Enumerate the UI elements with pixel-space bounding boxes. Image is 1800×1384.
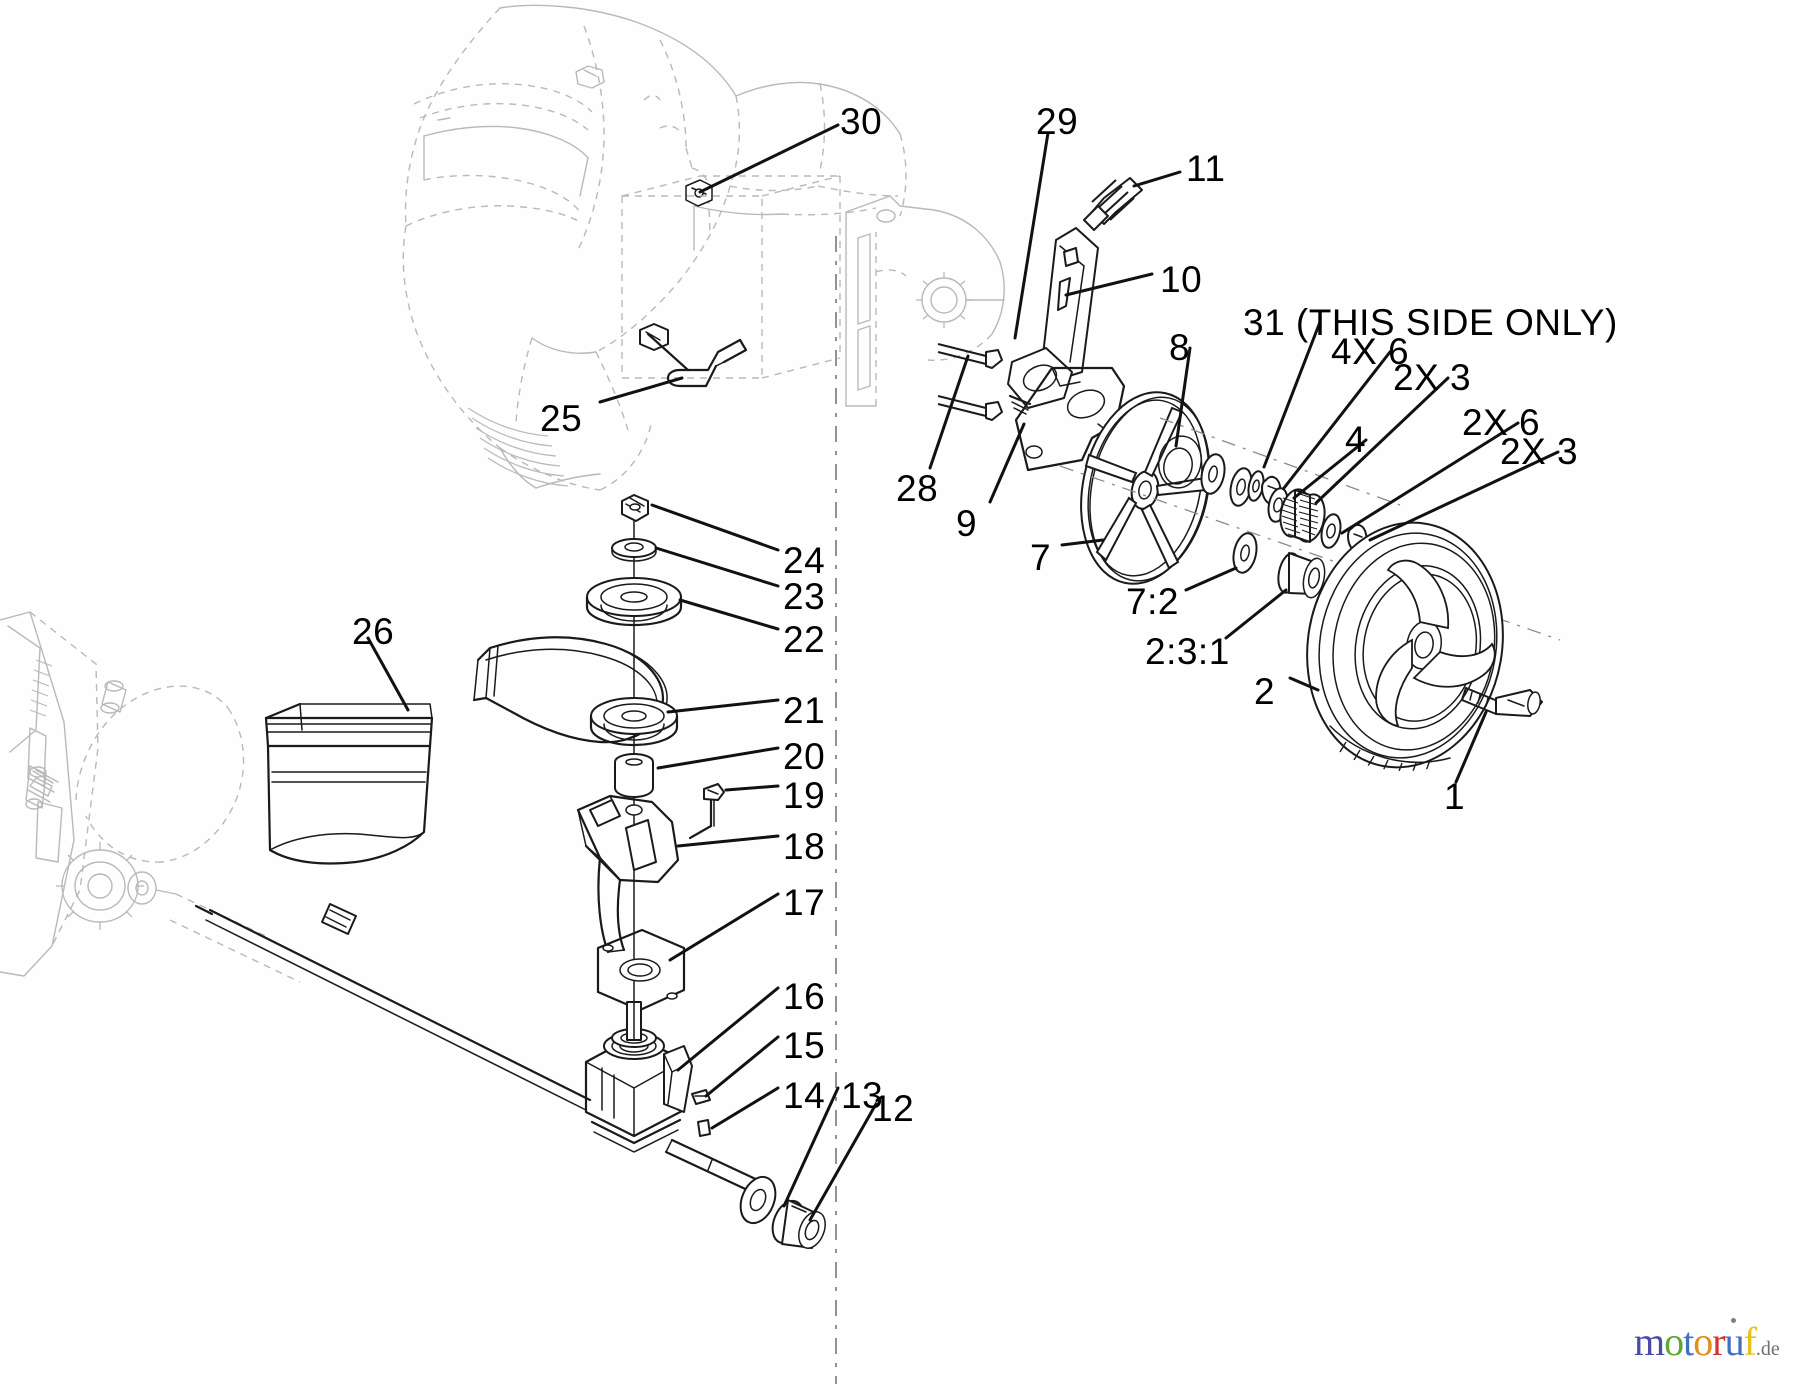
watermark-letter: o — [1693, 1319, 1713, 1364]
ghost-pinion — [916, 272, 972, 328]
ghost-mower-housing — [402, 4, 907, 491]
screw-19 — [688, 783, 725, 840]
axle-bolt-1 — [1460, 686, 1543, 717]
callout-22: 22 — [783, 619, 826, 660]
pin-14 — [697, 1119, 711, 1137]
watermark-letter: f — [1743, 1319, 1757, 1364]
callout-14: 14 — [783, 1075, 826, 1116]
watermark-suffix: .de — [1755, 1338, 1780, 1360]
callout-2x-3: 2X 3 — [1500, 431, 1579, 472]
callout-19: 19 — [783, 775, 826, 816]
ghost-link-26 — [169, 919, 301, 983]
motoruf-watermark: motoruf.de — [1634, 1318, 1780, 1364]
wheel-2 — [1306, 521, 1504, 771]
callout-9: 9 — [956, 503, 978, 544]
callout-26: 26 — [352, 611, 395, 652]
pivot-plate-17 — [596, 928, 686, 1012]
callout-4x-6: 4X 6 — [1331, 331, 1410, 372]
watermark-letter: t — [1683, 1319, 1694, 1364]
callout-25: 25 — [540, 398, 583, 439]
axle-hardware-stack — [1059, 417, 1561, 641]
arm-link-10 — [1007, 227, 1099, 415]
callout-2x-6: 2X 6 — [1462, 402, 1541, 443]
idler-pulley-21-lower — [589, 697, 679, 747]
callout-2: 2 — [1254, 671, 1276, 712]
callout-2-3-1: 2:3:1 — [1145, 631, 1230, 672]
callout-20: 20 — [783, 736, 826, 777]
washer-13 — [739, 1175, 777, 1225]
watermark-letter: r — [1712, 1319, 1725, 1364]
callout-13: 13 — [841, 1075, 884, 1116]
spacer-20 — [614, 753, 654, 798]
callout-23: 23 — [783, 576, 826, 617]
callout-7: 7 — [1030, 537, 1052, 578]
locknut-24 — [621, 494, 649, 522]
washer-7-2 — [1232, 532, 1258, 574]
gearbox-housing-16 — [584, 1001, 693, 1153]
callout-15: 15 — [783, 1025, 826, 1066]
washer-23 — [611, 538, 657, 562]
callout-18: 18 — [783, 826, 826, 867]
ghost-side-frame-plate — [845, 195, 1005, 421]
callout-11: 11 — [1186, 148, 1226, 189]
watermark-dot — [1730, 1318, 1736, 1323]
callout-17: 17 — [783, 882, 826, 923]
callout-16: 16 — [783, 976, 826, 1017]
washer-2x6 — [1320, 513, 1342, 549]
callout-21: 21 — [783, 690, 826, 731]
callout-24: 24 — [783, 540, 826, 581]
woodruff-key-15 — [691, 1089, 711, 1105]
bracket-panel-assembly — [621, 175, 841, 388]
callout-4: 4 — [1345, 419, 1367, 460]
callout-1: 1 — [1444, 776, 1466, 817]
callout-2x-3: 2X 3 — [1393, 357, 1472, 398]
callout-10: 10 — [1160, 259, 1203, 300]
idler-pulley-22-upper — [585, 577, 683, 627]
idler-pulley-column — [472, 494, 826, 1249]
control-rod-linkage — [194, 903, 592, 1111]
callout-7-2: 7:2 — [1126, 581, 1179, 622]
callout-8: 8 — [1169, 327, 1191, 368]
watermark-letter: o — [1664, 1319, 1684, 1364]
ghost-left-frame — [0, 611, 271, 977]
belt-shield-26 — [264, 702, 434, 865]
leader-lines — [366, 123, 1560, 1222]
callout-28: 28 — [896, 468, 939, 509]
bolt-28-lower — [937, 395, 1003, 421]
callout-29: 29 — [1036, 101, 1079, 142]
idler-arm-bracket-18 — [576, 794, 680, 954]
hub-coupler-12 — [771, 1199, 826, 1249]
drive-pinion-4 — [1279, 488, 1326, 543]
washer-group-4x6 — [1229, 467, 1265, 507]
watermark-letter: m — [1634, 1319, 1665, 1364]
callout-30: 30 — [840, 101, 883, 142]
spring-11 — [1083, 177, 1143, 231]
callout-12: 12 — [872, 1088, 915, 1129]
watermark-letter: u — [1724, 1319, 1745, 1364]
bolt-28-upper — [937, 343, 1003, 369]
callout-31-this-side-only-: 31 (THIS SIDE ONLY) — [1243, 302, 1618, 343]
washer-31 — [1200, 453, 1226, 495]
